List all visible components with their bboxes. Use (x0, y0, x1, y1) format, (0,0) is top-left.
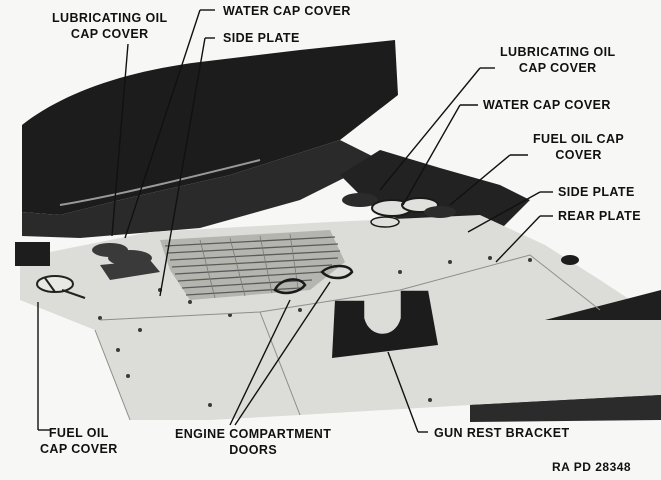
reference-number: RA PD 28348 (552, 460, 632, 474)
label-side-plate-right: SIDE PLATE (558, 185, 635, 199)
turret-shape (22, 40, 398, 215)
label-side-plate-top: SIDE PLATE (223, 31, 300, 45)
label-lubricating-oil-cap-cover-right: LUBRICATING OIL CAP COVER (500, 45, 616, 75)
left-caps (15, 242, 160, 299)
label-gun-rest-bracket: GUN REST BRACKET (434, 426, 570, 440)
leader-lines (37, 9, 553, 433)
label-fuel-oil-cap-cover-left: FUEL OIL CAP COVER (40, 426, 118, 456)
label-lubricating-oil-cap-cover-left: LUBRICATING OIL CAP COVER (52, 11, 168, 41)
door-handles (273, 264, 354, 295)
label-rear-plate: REAR PLATE (558, 209, 641, 223)
label-water-cap-cover-right: WATER CAP COVER (483, 98, 611, 112)
label-fuel-oil-cap-cover-right: FUEL OIL CAP COVER (533, 132, 625, 162)
engine-grille (160, 230, 345, 300)
turret-lower-band (22, 140, 380, 238)
gun-rest-bracket (332, 290, 438, 358)
right-caps (342, 193, 456, 228)
label-water-cap-cover-top: WATER CAP COVER (223, 4, 351, 18)
label-engine-compartment-doors: ENGINE COMPARTMENT DOORS (175, 427, 332, 457)
bolts (98, 256, 532, 407)
